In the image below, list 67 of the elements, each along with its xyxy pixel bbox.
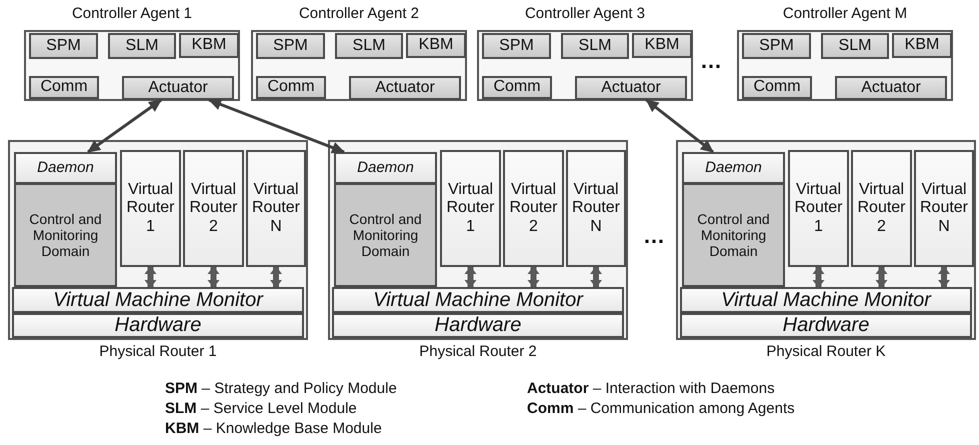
module-box: KBM <box>892 33 952 58</box>
module-box: Comm <box>256 76 326 99</box>
double-arrow <box>590 266 602 288</box>
module-box: SLM <box>335 33 403 59</box>
double-arrow <box>208 98 345 154</box>
daemon-box: Daemon <box>682 152 785 184</box>
daemon-box: Daemon <box>14 152 117 184</box>
layer-bar: Hardware <box>12 313 304 338</box>
double-arrow <box>528 266 540 288</box>
legend-note: Actuator – Interaction with Daemons <box>527 380 775 397</box>
module-box: KBM <box>179 33 239 58</box>
module-box: SLM <box>561 33 629 59</box>
ellipsis: … <box>700 50 722 72</box>
router-title: Physical Router K <box>765 343 887 360</box>
double-arrow <box>938 266 950 288</box>
layer-bar: Virtual Machine Monitor <box>680 287 972 313</box>
layer-bar: Virtual Machine Monitor <box>12 287 304 313</box>
virtual-router-box: Virtual Router 1 <box>120 150 181 267</box>
layer-bar: Virtual Machine Monitor <box>332 287 624 313</box>
legend-note: SPM – Strategy and Policy Module <box>165 380 397 397</box>
module-box: KBM <box>632 33 692 58</box>
legend-note: SLM – Service Level Module <box>165 400 357 417</box>
virtual-router-box: Virtual Router 1 <box>440 150 501 267</box>
module-box: Actuator <box>122 76 234 100</box>
module-box: Comm <box>742 76 812 99</box>
agent-title: Controller Agent 2 <box>298 5 420 22</box>
domain-box: Control and Monitoring Domain <box>14 183 117 287</box>
double-arrow <box>87 98 162 154</box>
module-box: Actuator <box>349 76 461 100</box>
legend-note: Comm – Communication among Agents <box>527 400 795 417</box>
legend-note: KBM – Knowledge Base Module <box>165 420 382 437</box>
virtual-router-box: Virtual Router 2 <box>503 150 564 267</box>
virtual-router-box: Virtual Router 2 <box>851 150 912 267</box>
double-arrow <box>812 266 824 288</box>
double-arrow <box>645 98 714 154</box>
double-arrow <box>270 266 282 288</box>
double-arrow <box>208 266 220 288</box>
module-box: Actuator <box>575 76 687 100</box>
module-box: Actuator <box>835 76 947 100</box>
domain-box: Control and Monitoring Domain <box>334 183 437 287</box>
module-box: SPM <box>29 33 98 59</box>
ellipsis: … <box>643 225 665 247</box>
layer-bar: Hardware <box>680 313 972 338</box>
virtual-router-box: Virtual Router N <box>246 150 306 267</box>
router-title: Physical Router 1 <box>98 343 218 360</box>
module-box: SLM <box>108 33 176 59</box>
agent-title: Controller Agent 3 <box>524 5 646 22</box>
virtual-router-box: Virtual Router N <box>914 150 974 267</box>
agent-title: Controller Agent M <box>782 5 908 22</box>
double-arrow <box>464 266 476 288</box>
module-box: Comm <box>482 76 552 99</box>
virtual-router-box: Virtual Router 2 <box>183 150 244 267</box>
double-arrow <box>144 266 156 288</box>
daemon-box: Daemon <box>334 152 437 184</box>
module-box: KBM <box>406 33 466 58</box>
virtual-router-box: Virtual Router 1 <box>788 150 849 267</box>
layer-bar: Hardware <box>332 313 624 338</box>
virtual-router-box: Virtual Router N <box>566 150 626 267</box>
module-box: SPM <box>742 33 811 59</box>
module-box: SPM <box>256 33 325 59</box>
module-box: SPM <box>482 33 551 59</box>
module-box: SLM <box>821 33 889 59</box>
agent-title: Controller Agent 1 <box>70 5 194 22</box>
module-box: Comm <box>29 76 99 99</box>
domain-box: Control and Monitoring Domain <box>682 183 785 287</box>
router-title: Physical Router 2 <box>418 343 538 360</box>
double-arrow <box>876 266 888 288</box>
